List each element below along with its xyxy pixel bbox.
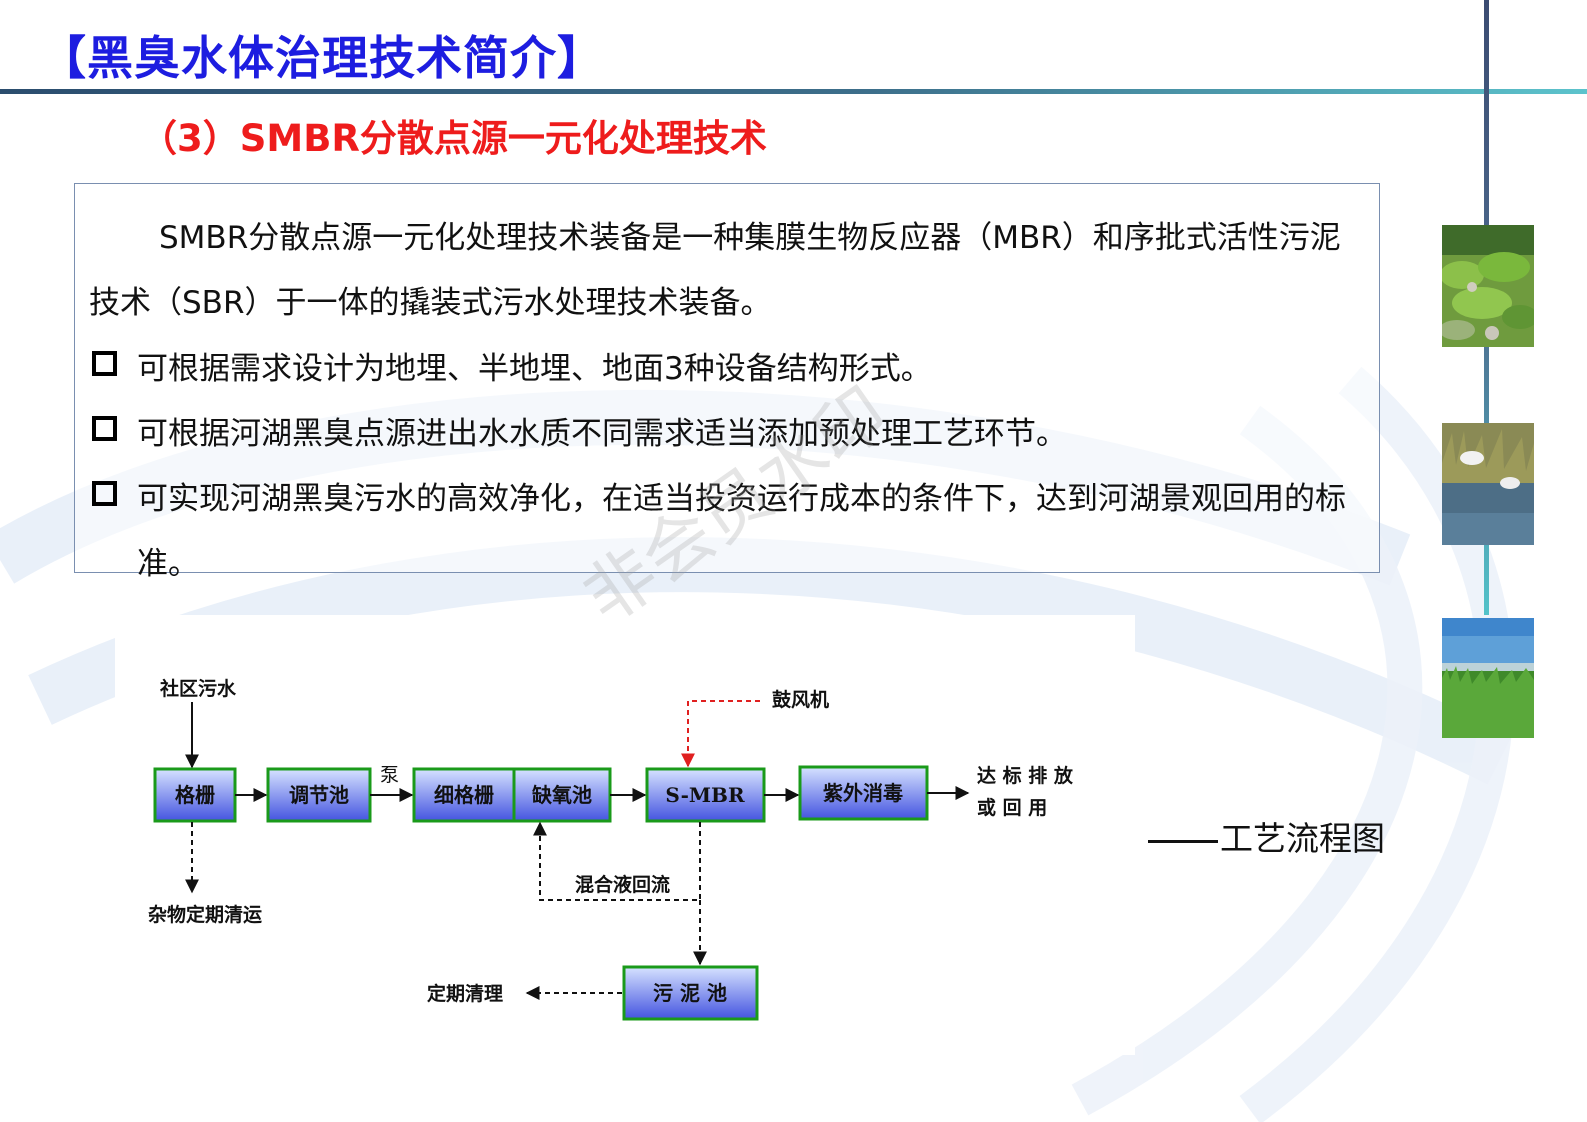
header-divider bbox=[0, 89, 1587, 94]
box-anoxic-tank: 缺氧池 bbox=[512, 767, 612, 823]
bullet-text: 可实现河湖黑臭污水的高效净化，在适当投资运行成本的条件下，达到河湖景观回用的标准… bbox=[137, 481, 1346, 582]
wetland-photo bbox=[1442, 618, 1534, 738]
arrow-blower bbox=[681, 700, 760, 768]
caption-dash bbox=[1148, 839, 1218, 843]
description-box: SMBR分散点源一元化处理技术装备是一种集膜生物反应器（MBR）和序批式活性污泥… bbox=[74, 183, 1380, 582]
checkbox-square-icon bbox=[92, 351, 117, 376]
svg-text:污 泥 池: 污 泥 池 bbox=[653, 981, 727, 1005]
label-input: 社区污水 bbox=[159, 677, 237, 700]
diagram-caption: 工艺流程图 bbox=[1148, 812, 1385, 860]
box-regulating-tank: 调节池 bbox=[266, 767, 372, 823]
box-smbr: S-MBR bbox=[645, 767, 766, 823]
label-pump: 泵 bbox=[380, 764, 399, 786]
process-flow-diagram: 格栅 调节池 细格栅 缺氧池 S-MBR 紫外消毒 污 泥 池 社区污水 泵 鼓… bbox=[115, 615, 1135, 1055]
birds-photo bbox=[1442, 423, 1534, 545]
box-sludge-tank: 污 泥 池 bbox=[622, 965, 759, 1021]
intro-paragraph: SMBR分散点源一元化处理技术装备是一种集膜生物反应器（MBR）和序批式活性污泥… bbox=[89, 220, 1341, 321]
svg-text:调节池: 调节池 bbox=[289, 783, 349, 807]
label-output-2: 或 回 用 bbox=[977, 796, 1047, 819]
svg-text:紫外消毒: 紫外消毒 bbox=[823, 781, 903, 805]
svg-text:格栅: 格栅 bbox=[175, 783, 215, 807]
box-uv-disinfection: 紫外消毒 bbox=[798, 765, 929, 821]
page-title: 【黑臭水体治理技术简介】 bbox=[40, 31, 604, 85]
checkbox-square-icon bbox=[92, 481, 117, 506]
label-reflux: 混合液回流 bbox=[575, 873, 670, 896]
section-subtitle: （3）SMBR分散点源一元化处理技术 bbox=[140, 117, 767, 160]
label-blower: 鼓风机 bbox=[772, 688, 829, 711]
label-debris: 杂物定期清运 bbox=[148, 903, 262, 926]
moss-photo bbox=[1442, 225, 1534, 347]
label-output-1: 达 标 排 放 bbox=[977, 764, 1074, 787]
box-grille: 格栅 bbox=[153, 767, 237, 823]
checkbox-square-icon bbox=[92, 416, 117, 441]
svg-text:细格栅: 细格栅 bbox=[434, 783, 494, 807]
arrow-reflux bbox=[533, 821, 701, 901]
svg-text:缺氧池: 缺氧池 bbox=[532, 783, 592, 807]
label-sludge-out: 定期清理 bbox=[427, 982, 503, 1005]
bullet-text: 可根据需求设计为地埋、半地埋、地面3种设备结构形式。 bbox=[137, 351, 932, 387]
caption-text: 工艺流程图 bbox=[1220, 819, 1385, 858]
bullet-text: 可根据河湖黑臭点源进出水水质不同需求适当添加预处理工艺环节。 bbox=[137, 416, 1067, 452]
svg-text:S-MBR: S-MBR bbox=[665, 783, 745, 807]
box-fine-grille: 细格栅 bbox=[412, 767, 516, 823]
